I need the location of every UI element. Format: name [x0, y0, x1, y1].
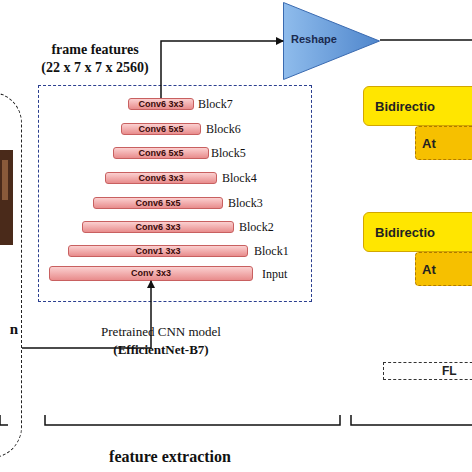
layer-op: Conv6 3x3 — [138, 174, 183, 183]
layer-op: Conv 3x3 — [131, 269, 171, 278]
layer-bar: Conv6 5x5Block5 — [113, 147, 209, 159]
flow-arrow — [22, 281, 151, 348]
cnn-model-box: Pretrained CNN model(EfficientNet-B7)Con… — [38, 85, 312, 302]
layer-bar: Conv 3x3Input — [49, 266, 253, 281]
fl-box: FL — [383, 362, 472, 380]
layer-bar: Conv6 5x5Block3 — [93, 197, 223, 209]
bracket — [351, 415, 472, 425]
layer-bar: Conv1 3x3Block1 — [68, 245, 248, 257]
triangle-outline — [284, 3, 380, 80]
layer-op: Conv6 3x3 — [138, 100, 183, 109]
attention-box: At — [415, 252, 472, 286]
block-label: Block1 — [254, 244, 289, 259]
bilstm-label: Bidirectio — [375, 99, 435, 114]
input-image — [0, 150, 13, 245]
bracket — [45, 415, 340, 425]
block-label: Block4 — [222, 171, 257, 186]
dimension-label: (22 x 7 x 7 x 2560) — [41, 60, 148, 76]
attention-box: At — [415, 126, 472, 160]
layer-bar: Conv6 3x3Block4 — [105, 172, 217, 184]
layer-op: Conv6 5x5 — [138, 125, 183, 134]
attention-label: At — [422, 262, 436, 277]
block-label: Block3 — [228, 196, 263, 211]
input-image-detail — [2, 160, 8, 200]
block-label: Block2 — [239, 220, 274, 235]
bilstm-box: Bidirectio — [363, 212, 472, 252]
fl-label: FL — [442, 364, 457, 378]
block-label: Block7 — [198, 97, 233, 112]
feature-label: frame features — [51, 42, 138, 58]
output-line — [380, 39, 472, 41]
layer-bar: Conv6 3x3Block7 — [128, 98, 194, 110]
reshape-triangle: Reshape — [283, 2, 380, 80]
layer-bar: Conv6 5x5Block6 — [121, 123, 201, 135]
bilstm-box: Bidirectio — [363, 86, 472, 126]
reshape-label: Reshape — [291, 33, 337, 45]
bilstm-label: Bidirectio — [375, 225, 435, 240]
bracket — [0, 415, 8, 425]
block-label: Input — [262, 267, 287, 282]
layer-op: Conv6 5x5 — [135, 199, 180, 208]
layer-bar: Conv6 3x3Block2 — [82, 221, 234, 233]
model-name: (EfficientNet-B7) — [39, 342, 283, 358]
layer-op: Conv1 3x3 — [135, 247, 180, 256]
section-label: feature extraction — [109, 448, 231, 466]
input-panel: n — [0, 92, 22, 458]
attention-label: At — [422, 136, 436, 151]
block-label: Block6 — [206, 122, 241, 137]
flow-arrow — [161, 41, 283, 98]
panel-label: n — [10, 321, 18, 338]
layer-op: Conv6 5x5 — [138, 149, 183, 158]
model-caption: Pretrained CNN model — [39, 324, 283, 340]
block-label: Block5 — [211, 146, 246, 161]
layer-op: Conv6 3x3 — [135, 223, 180, 232]
